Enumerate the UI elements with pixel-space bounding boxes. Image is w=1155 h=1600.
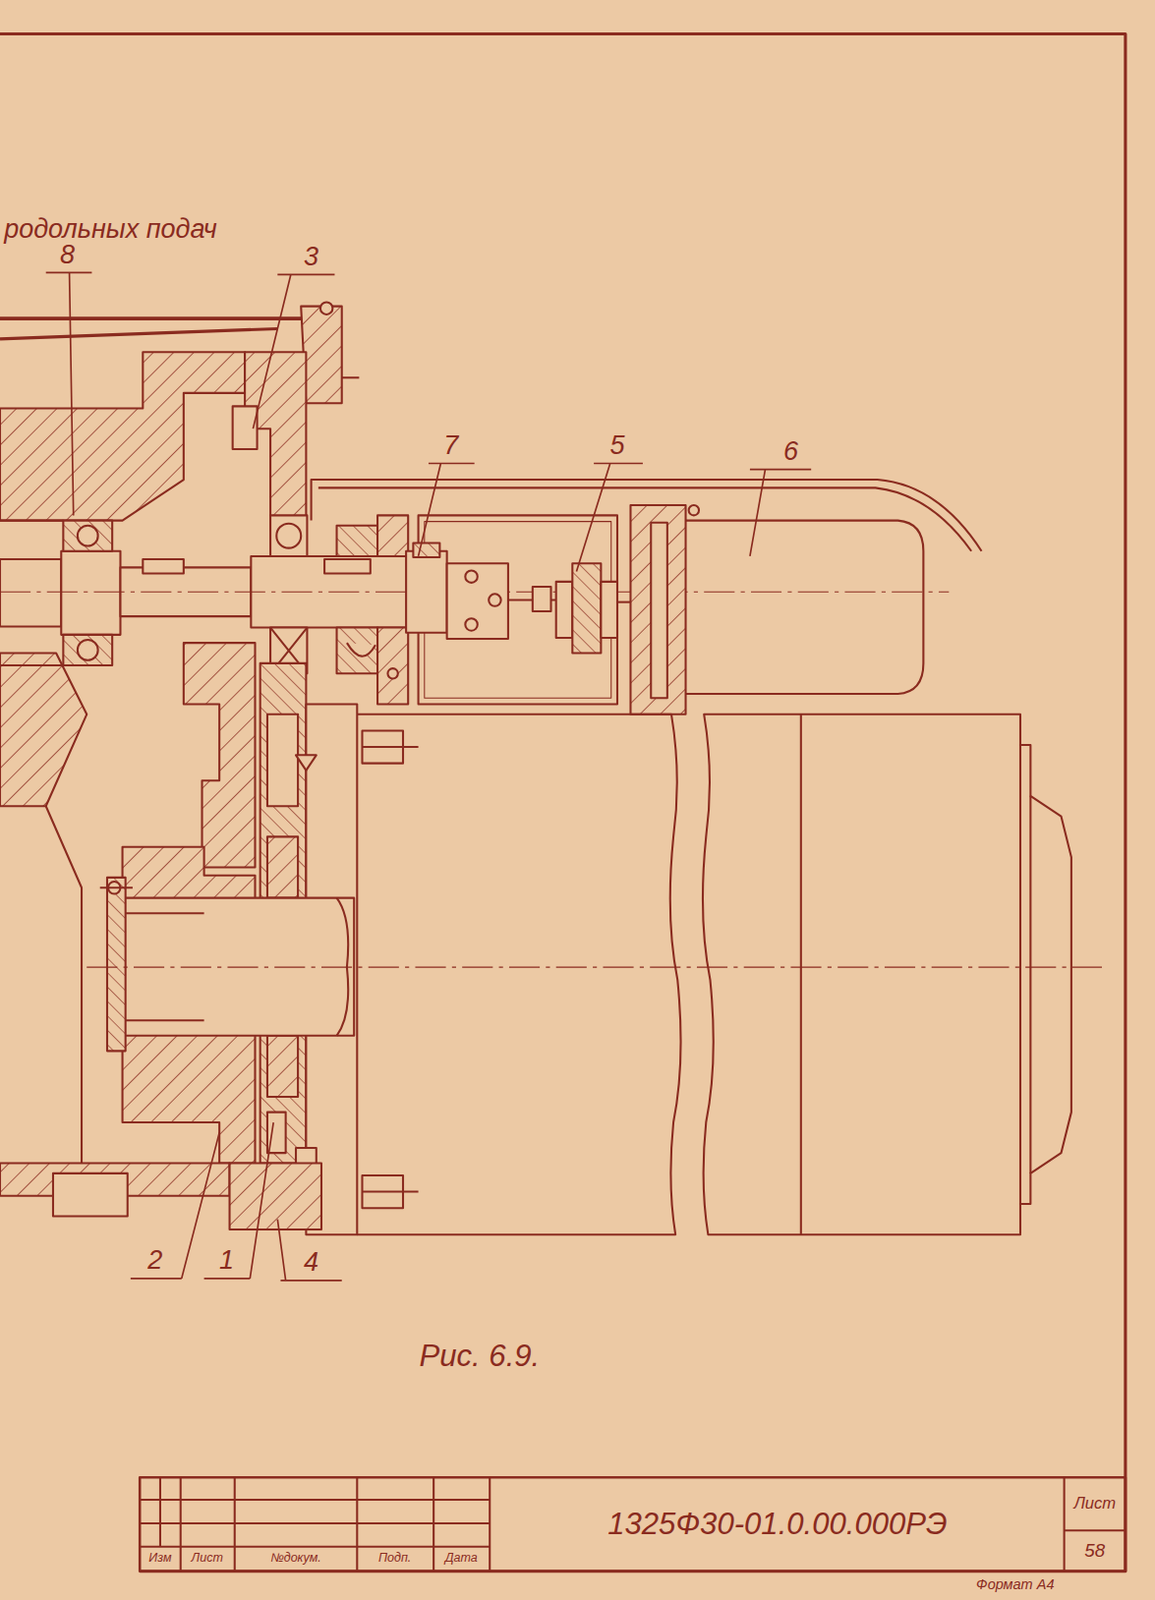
end-cap [107, 877, 126, 1051]
table-header: Подп. [378, 1552, 411, 1566]
table-header: Изм [148, 1552, 172, 1566]
motor-body [686, 520, 924, 694]
part-4 [230, 1163, 322, 1230]
format-note: Формат А4 [976, 1577, 1054, 1594]
motor-body [702, 714, 1021, 1235]
callout-number: 2 [147, 1246, 163, 1276]
heading: родольных подач [3, 215, 218, 245]
coupling-housing [418, 515, 618, 704]
sheet-label: Лист [1073, 1495, 1116, 1513]
motor-flange [630, 505, 686, 715]
cover-plate [0, 328, 278, 339]
housing [0, 351, 245, 520]
upper-shaft [0, 551, 414, 636]
housing [0, 653, 87, 808]
table-header: Дата [445, 1552, 478, 1566]
callout-number: 8 [59, 240, 75, 271]
callout-number: 1 [219, 1246, 234, 1276]
motor-body [356, 714, 681, 1235]
table-header: Лист [191, 1552, 224, 1566]
nut [361, 730, 418, 1209]
centerline [86, 967, 1102, 969]
motor-end-cap [1020, 745, 1072, 1205]
callout-number: 3 [303, 242, 319, 273]
housing [183, 642, 256, 867]
coupling [405, 542, 633, 653]
callout-number: 5 [609, 431, 625, 462]
bearing [0, 520, 113, 666]
sheet-frame [0, 33, 1126, 1571]
foot [53, 1173, 128, 1217]
callout-number: 4 [303, 1248, 319, 1278]
cover-plate [0, 316, 325, 321]
leader-line [46, 272, 811, 1281]
document-code: 1325Ф30-01.0.00.000РЭ [607, 1507, 947, 1542]
figure-caption: Рис. 6.9. [418, 1339, 540, 1374]
callout-number: 6 [783, 437, 799, 467]
table-header: №докум. [270, 1552, 322, 1566]
callout-number: 7 [443, 431, 459, 462]
title-block [139, 1477, 1126, 1571]
sheet-number: 58 [1084, 1541, 1105, 1562]
